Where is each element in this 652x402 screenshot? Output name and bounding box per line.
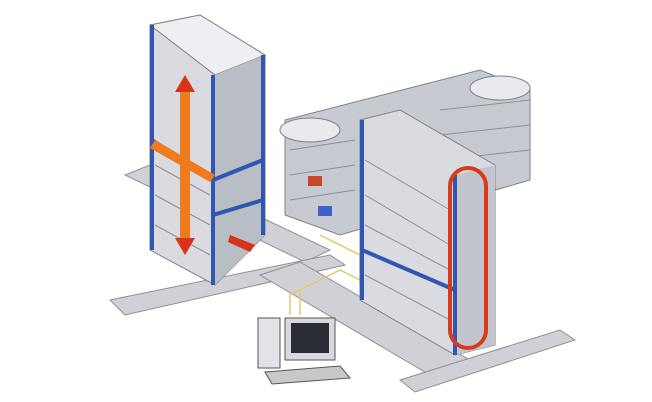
vertical-lift-module — [148, 14, 267, 286]
carousel-loop — [448, 166, 488, 350]
movement-arrows — [150, 75, 255, 255]
computer-workstation-icon — [257, 317, 352, 385]
vertical-carousel — [359, 109, 496, 356]
